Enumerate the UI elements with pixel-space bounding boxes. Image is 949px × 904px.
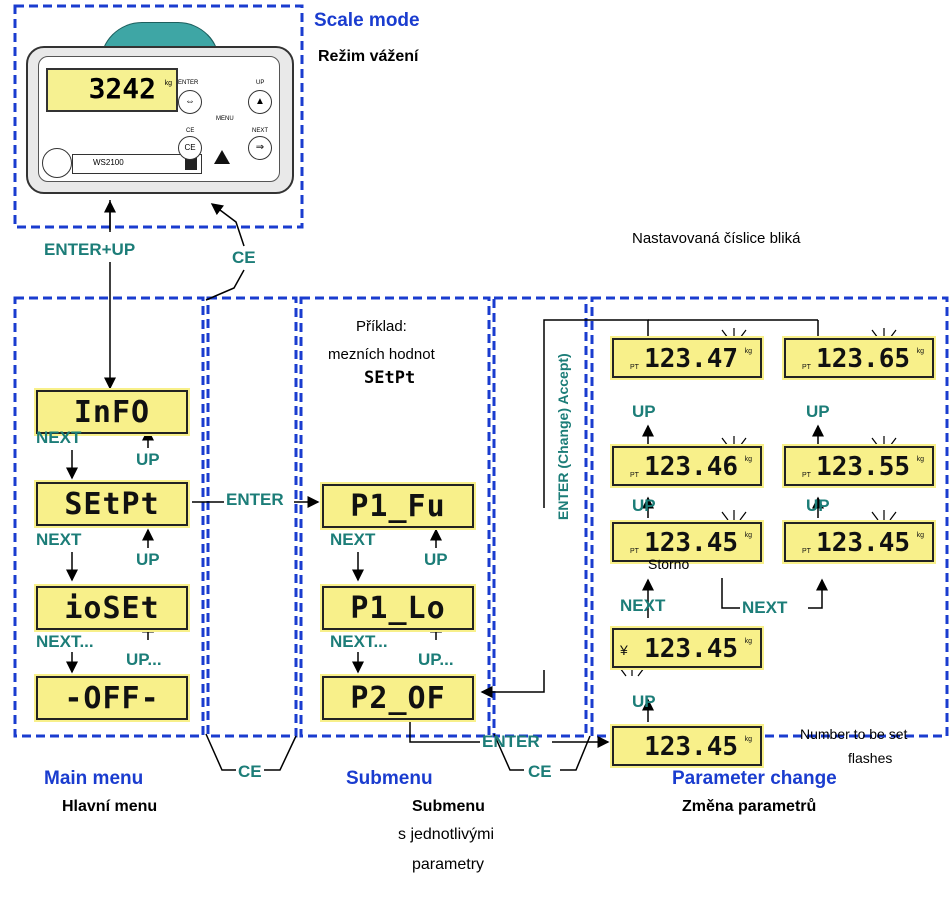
note-en-1: Number to be set (800, 726, 908, 742)
ce-label-bottom-1: CE (238, 762, 262, 781)
storno-label: Storno (648, 556, 690, 572)
up-label-p3: UP (632, 496, 656, 515)
scale-model-label: WS2100 (93, 158, 124, 167)
enter-label-1: ENTER (226, 490, 284, 509)
up-more-label-1: UP... (126, 650, 162, 669)
up-button-label: UP (256, 80, 265, 86)
submenu-example-1: Příklad: (356, 318, 407, 335)
up-button[interactable]: ▲ (248, 90, 272, 114)
menu-label: MENU (216, 116, 234, 122)
main-menu-item-off[interactable]: -OFF- (36, 676, 188, 720)
scale-mode-box (13, 4, 304, 229)
submenu-box (299, 296, 491, 738)
next-label-3: NEXT (330, 530, 376, 549)
blink-note: Nastavovaná číslice bliká (632, 230, 801, 247)
enter-label-2: ENTER (482, 732, 540, 751)
submenu-item-p1-lo[interactable]: P1_Lo (322, 586, 474, 630)
blink-glyph: ¥ (620, 642, 628, 658)
submenu-example-code: SEtPt (364, 368, 416, 388)
scale-mode-title-cz: Režim vážení (318, 48, 419, 65)
next-more-label-2: NEXT... (330, 632, 388, 651)
up-label-p1: UP (632, 402, 656, 421)
enter-change-accept-label: ENTER (Change) Accept) (555, 353, 573, 520)
up-label-1: UP (136, 450, 160, 469)
next-label-p: NEXT (620, 596, 666, 615)
scale-device: 3242 kg WS2100 ENTER ⇔ UP ▲ MENU CE CE N… (26, 22, 294, 194)
ce-box-1 (206, 296, 298, 738)
next-button[interactable]: ⇒ (248, 136, 272, 160)
scale-mode-title: Scale mode (314, 10, 420, 31)
ce-button[interactable]: CE (178, 136, 202, 160)
param-change-title-cz: Změna parametrů (682, 798, 817, 815)
enter-button[interactable]: ⇔ (178, 90, 202, 114)
ce-label-bottom-2: CE (528, 762, 552, 781)
param-change-title: Parameter change (672, 768, 837, 789)
up-label-p2: UP (806, 402, 830, 421)
enter-up-label: ENTER+UP (44, 240, 136, 259)
up-more-label-2: UP... (418, 650, 454, 669)
ce-label-top: CE (232, 248, 256, 267)
main-menu-item-ioset[interactable]: ioSEt (36, 586, 188, 630)
main-menu-item-info[interactable]: InFO (36, 390, 188, 434)
up-label-2: UP (136, 550, 160, 569)
next-label-p2: NEXT (742, 598, 788, 617)
next-label-1: NEXT (36, 428, 82, 447)
enter-button-label: ENTER (178, 80, 199, 86)
up-label-3: UP (424, 550, 448, 569)
submenu-item-p1-fu[interactable]: P1_Fu (322, 484, 474, 528)
submenu-subtitle-1: s jednotlivými (398, 826, 495, 843)
main-menu-item-setpt[interactable]: SEtPt (36, 482, 188, 526)
blink-rays (619, 328, 897, 677)
scale-display: 3242 kg (46, 68, 178, 112)
main-menu-title: Main menu (44, 768, 144, 789)
submenu-item-p2-of[interactable]: P2_OF (322, 676, 474, 720)
submenu-example-2: mezních hodnot (328, 346, 435, 363)
param-change-box (590, 296, 949, 738)
enter-change-accept-text: ENTER (Change) Accept) (555, 353, 571, 520)
ce-box-2 (492, 296, 588, 738)
ce-button-label: CE (186, 128, 195, 134)
scale-logo-circle (42, 148, 72, 178)
main-menu-box (13, 296, 205, 738)
scale-display-value: 3242 (88, 72, 156, 105)
submenu-title: Submenu (346, 768, 433, 789)
next-label-2: NEXT (36, 530, 82, 549)
scale-display-unit: kg (164, 80, 172, 87)
submenu-subtitle-2: parametry (412, 856, 485, 873)
next-more-label-1: NEXT... (36, 632, 94, 651)
triangle-icon (214, 150, 230, 164)
main-menu-title-cz: Hlavní menu (62, 798, 158, 815)
up-label-p4: UP (806, 496, 830, 515)
submenu-title-cz: Submenu (412, 798, 485, 815)
note-en-2: flashes (848, 750, 893, 766)
next-button-label: NEXT (252, 128, 269, 134)
up-label-p5: UP (632, 692, 656, 711)
